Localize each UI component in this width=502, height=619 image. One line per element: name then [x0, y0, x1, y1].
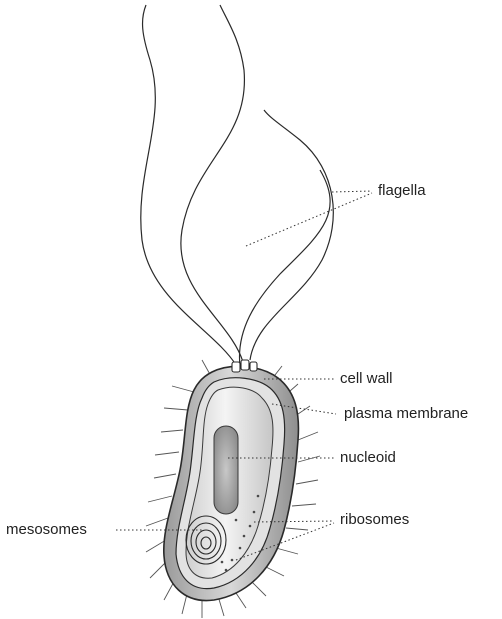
flagellum-1 — [141, 5, 236, 365]
nucleoid-shape — [214, 426, 238, 514]
leader-flagella-2 — [246, 193, 372, 246]
label-flagella: flagella — [378, 182, 426, 200]
label-nucleoid: nucleoid — [340, 449, 396, 467]
leader-flagella-1 — [332, 191, 372, 192]
flagellum-3 — [250, 110, 333, 360]
label-cell-wall: cell wall — [340, 370, 393, 388]
label-ribosomes: ribosomes — [340, 511, 409, 529]
flagella-base — [232, 360, 257, 372]
flagellum-2 — [181, 5, 245, 362]
label-plasma-membrane: plasma membrane — [344, 405, 468, 423]
label-mesosomes: mesosomes — [6, 521, 87, 539]
flagella-group — [141, 5, 334, 366]
